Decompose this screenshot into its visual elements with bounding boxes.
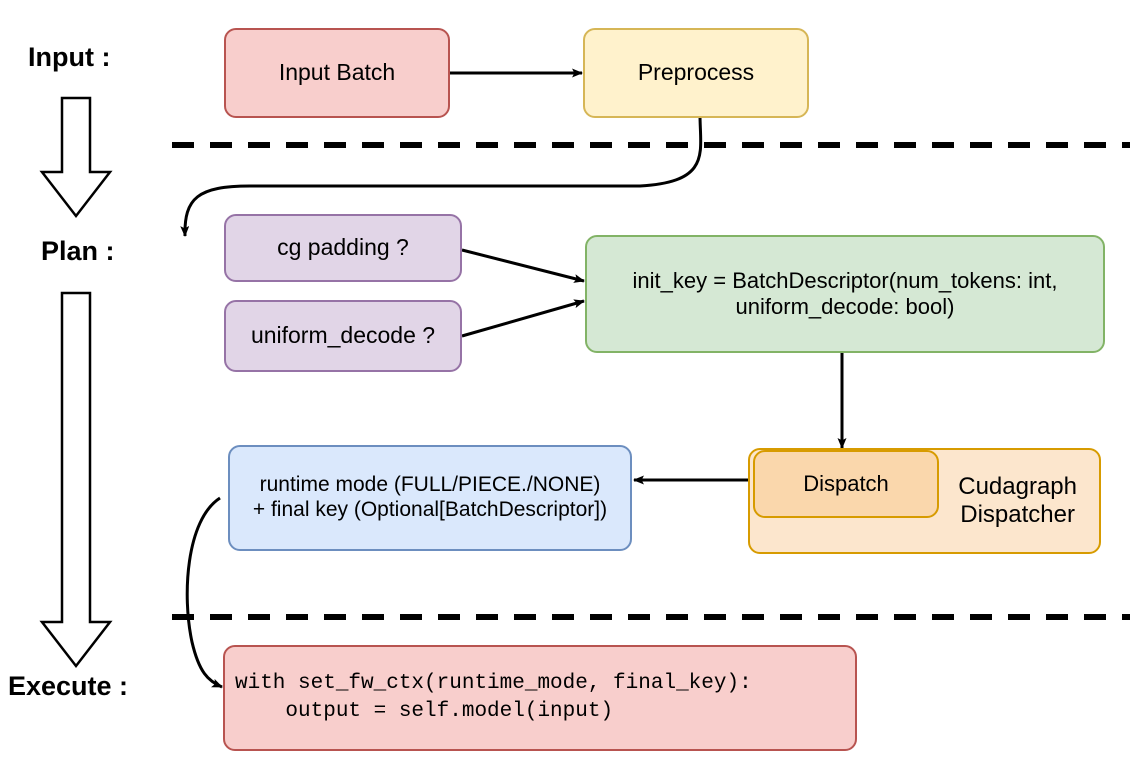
node-code-block[interactable]: with set_fw_ctx(runtime_mode, final_key)… [223,645,857,751]
node-input-batch[interactable]: Input Batch [224,28,450,118]
stage-label-execute: Execute : [8,671,129,701]
connector-runtime-mode-to-code-block [185,496,223,689]
node-dispatch[interactable]: Dispatch [753,450,939,518]
node-init-key[interactable]: init_key = BatchDescriptor(num_tokens: i… [585,235,1105,353]
connector-cg-padding-to-init-key [461,248,585,283]
stage-arrow-input-to-plan [39,96,113,219]
node-preprocess[interactable]: Preprocess [583,28,809,118]
stage-arrow-plan-to-execute [39,291,113,669]
node-cg-padding[interactable]: cg padding ? [224,214,462,282]
stage-label-plan: Plan : [41,236,115,266]
node-runtime-mode[interactable]: runtime mode (FULL/PIECE./NONE) + final … [228,445,632,551]
connector-uniform-decode-to-init-key [461,299,585,338]
stage-label-input: Input : [28,42,111,72]
node-uniform-decode[interactable]: uniform_decode ? [224,300,462,372]
